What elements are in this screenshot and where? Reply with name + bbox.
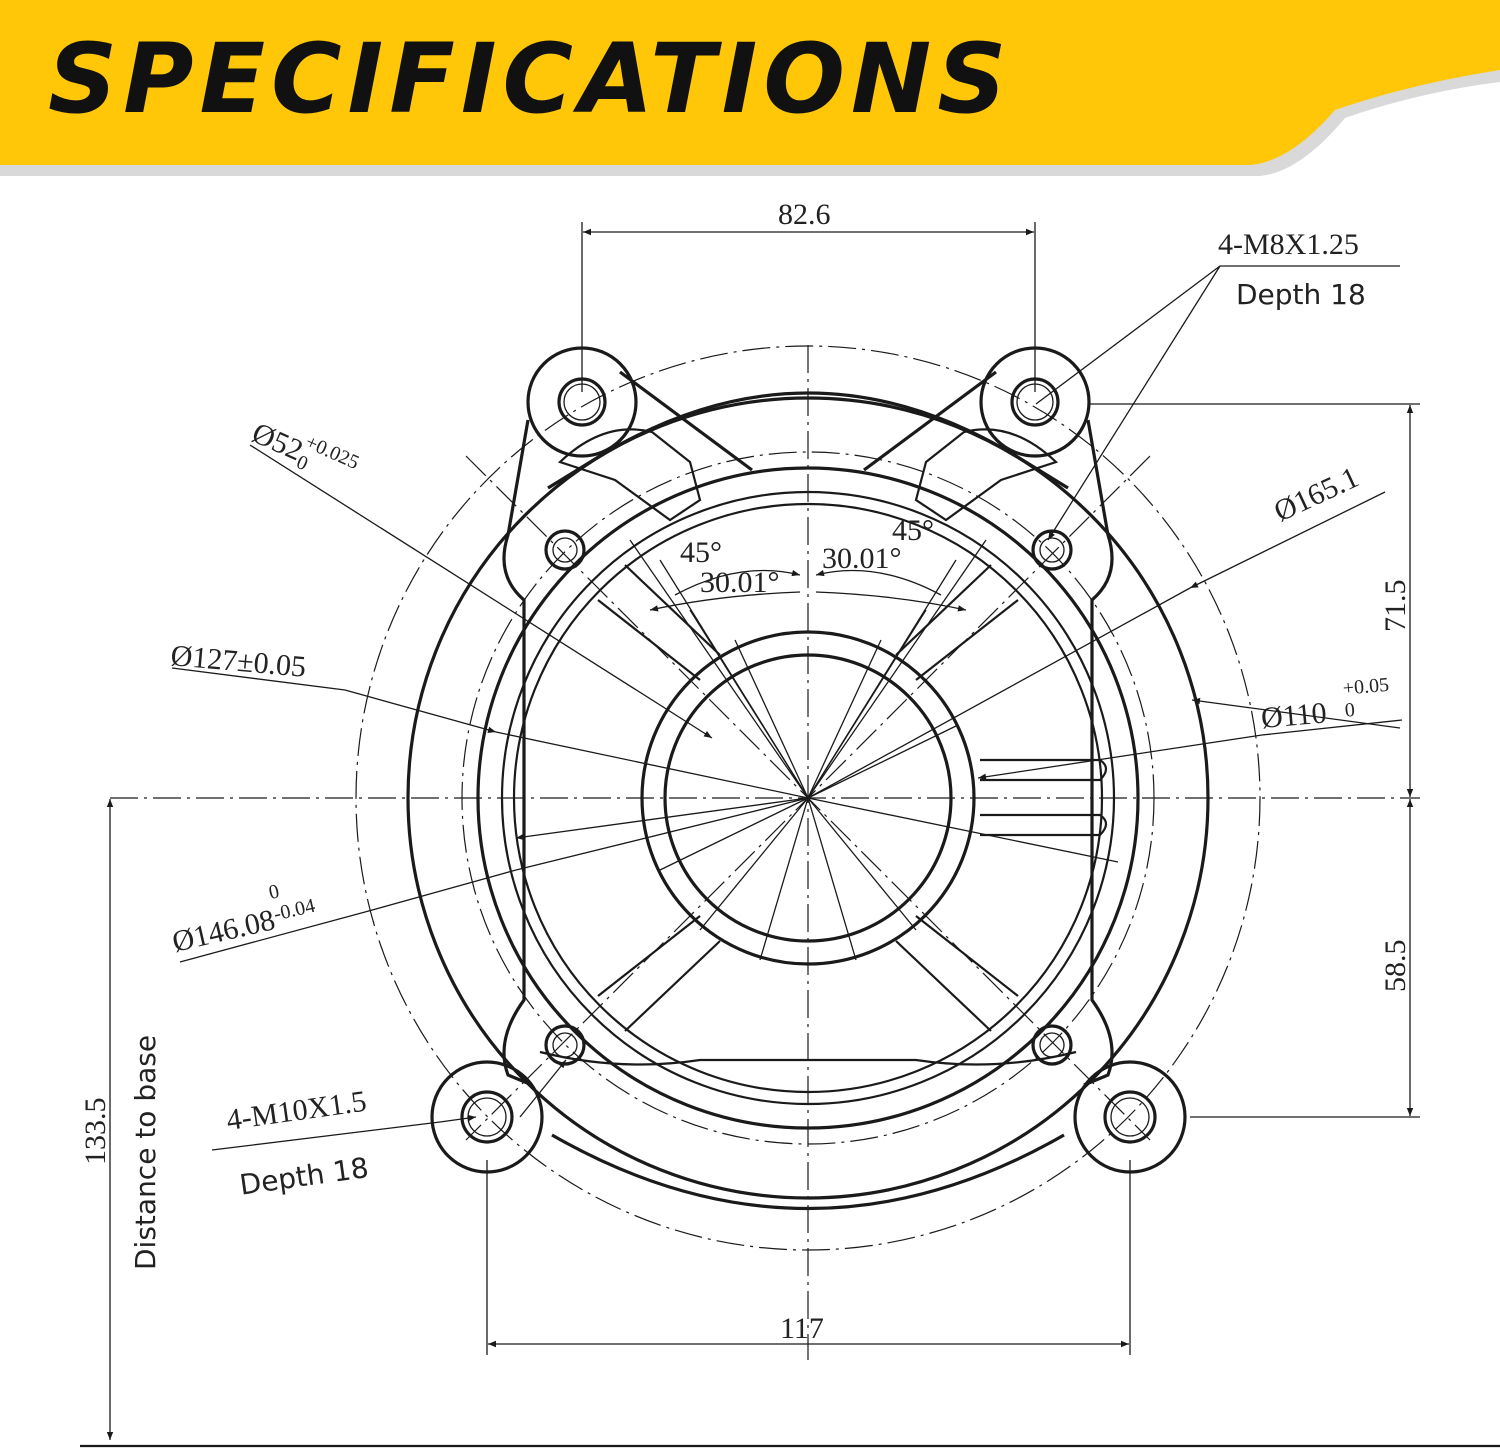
bottom-thread-label: 4-M10X1.5: [224, 1085, 368, 1137]
dia-165-label: Ø165.1: [1269, 461, 1364, 529]
dia-146-upper-tol: 0: [267, 880, 282, 904]
angle-right-label: 45°: [892, 514, 934, 547]
dia-110-upper-tol: +0.05: [1342, 674, 1390, 700]
top-thread-depth-label: Depth 18: [1236, 278, 1366, 311]
offset-left-label: 30.01°: [700, 566, 780, 599]
bolt-spacing-bottom-label: 117: [780, 1312, 824, 1345]
angle-arcs: [649, 569, 967, 612]
dimension-lines: [80, 222, 1500, 1448]
dimension-labels: 82.6 117 4-M8X1.25 Depth 18 4-M10X1.5 De…: [79, 198, 1412, 1345]
bolt-spacing-top-label: 82.6: [778, 198, 831, 231]
dia-127-label: Ø127±0.05: [169, 639, 307, 684]
page-title: SPECIFICATIONS: [48, 23, 1012, 135]
header-banner: SPECIFICATIONS: [0, 0, 1500, 176]
radial-lines: [629, 539, 987, 961]
height-lower-label: 58.5: [1379, 940, 1412, 993]
base-distance-label: Distance to base: [129, 1035, 162, 1270]
top-thread-label: 4-M8X1.25: [1218, 228, 1359, 261]
leader-lines: [171, 265, 1403, 1151]
central-hub: [640, 630, 976, 966]
dia-110-label: Ø110: [1260, 696, 1328, 735]
dia-110-lower-tol: 0: [1344, 699, 1356, 722]
bore-52-upper-tol: +0.025: [302, 431, 362, 474]
bottom-thread-depth-label: Depth 18: [238, 1151, 371, 1202]
offset-right-label: 30.01°: [822, 542, 902, 575]
height-upper-label: 71.5: [1379, 580, 1412, 633]
banner-fill: [0, 0, 1500, 165]
top-mounting-lugs: [526, 346, 1091, 458]
spokes: [597, 564, 1108, 1032]
angle-left-label: 45°: [680, 536, 722, 569]
height-base-label: 133.5: [79, 1098, 112, 1166]
